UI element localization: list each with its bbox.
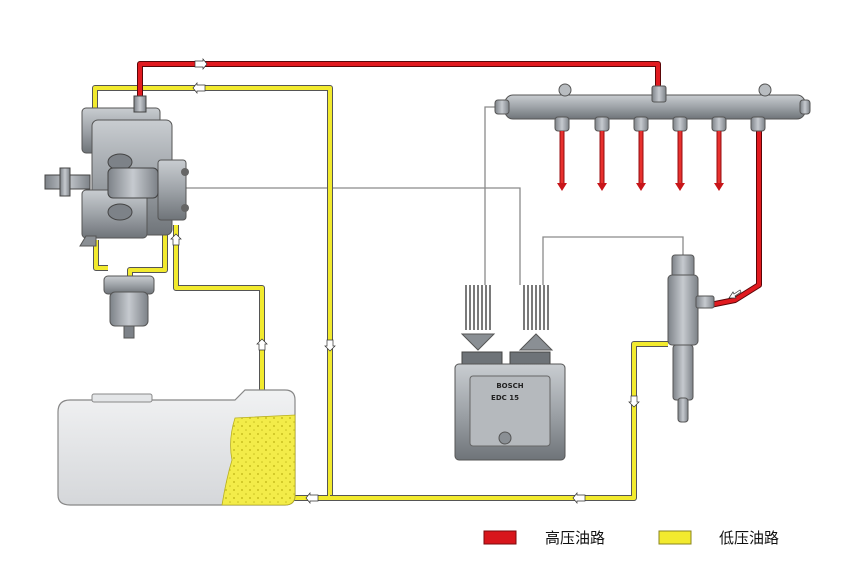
fuel-tank — [57, 389, 296, 506]
flow-arrow — [628, 395, 640, 408]
rail-outlet-fitting — [554, 116, 570, 132]
pump-bolt — [181, 204, 189, 212]
pump-bolt — [181, 168, 189, 176]
filter-drain — [123, 325, 135, 339]
pump-bracket — [79, 235, 97, 247]
rail-outlet-arrow — [675, 183, 685, 191]
lp-injector-return — [330, 342, 668, 500]
wire-pump-ecu — [185, 187, 521, 285]
rail-outlet-fitting — [633, 116, 649, 132]
flow-arrow — [192, 82, 206, 94]
rail-outlet-arrow — [557, 183, 567, 191]
pump-outlet-fitting — [133, 95, 147, 113]
hp-rail-to-injector — [709, 130, 761, 307]
rail-outlet-arrow — [636, 183, 646, 191]
rail-outlet-arrow — [714, 183, 724, 191]
rail-outlet-pipe — [599, 131, 605, 183]
rail-outlets — [554, 116, 766, 191]
flow-arrow — [194, 58, 208, 70]
pump-shaft-flange — [59, 167, 71, 197]
injector-inlet — [695, 295, 715, 309]
lp-filter-out — [94, 240, 108, 270]
ecu-wire-bundle-left — [465, 285, 491, 330]
rail-relief-valve — [799, 99, 811, 115]
common-rail — [494, 83, 811, 191]
tank-cap — [91, 393, 153, 403]
hp-pump-to-rail — [138, 62, 660, 100]
lp-suction-line — [174, 225, 264, 488]
rail-outlet-fitting — [750, 116, 766, 132]
ecu-output-arrow — [518, 333, 554, 351]
tank-fuel — [221, 414, 296, 506]
flow-arrow — [305, 492, 319, 504]
legend-label-high-pressure: 高压油路 — [545, 529, 605, 547]
flow-arrow — [572, 492, 586, 504]
rail-outlet-pipe — [716, 131, 722, 183]
flow-arrow — [170, 233, 182, 246]
fuel-filter — [103, 275, 155, 339]
pump-port — [107, 203, 133, 221]
rail-pressure-sensor — [494, 99, 510, 115]
injector-nozzle-body — [672, 344, 694, 401]
pump-right-block — [157, 159, 187, 221]
legend-label-low-pressure: 低压油路 — [719, 529, 779, 547]
signal-wires — [185, 106, 684, 285]
injector-connector — [671, 254, 695, 278]
filter-body — [109, 291, 149, 327]
high-pressure-pump — [44, 95, 189, 247]
filter-head — [103, 275, 155, 295]
injector-body — [667, 274, 699, 346]
ecu-brand: BOSCH — [496, 382, 523, 390]
rail-inlet-fitting — [651, 85, 667, 103]
ecu: BOSCH EDC 15 — [454, 285, 566, 461]
flow-arrow — [256, 338, 268, 351]
rail-outlet-fitting — [594, 116, 610, 132]
low-pressure-flow-arrows — [170, 82, 640, 504]
wire-rail-sensor — [484, 106, 500, 285]
injector — [667, 254, 715, 423]
legend-swatch-high-pressure — [483, 530, 517, 545]
flow-arrow — [324, 339, 336, 352]
high-pressure-flow-arrows — [194, 58, 742, 299]
ecu-wire-bundle-right — [523, 285, 549, 330]
rail-mount — [758, 83, 772, 97]
ecu-panel — [469, 375, 551, 447]
lp-filter-feed — [128, 228, 167, 280]
rail-outlet-pipe — [638, 131, 644, 183]
rail-outlet-pipe — [677, 131, 683, 183]
ecu-model: EDC 15 — [491, 394, 519, 402]
high-pressure-lines — [137, 61, 762, 308]
ecu-input-arrow — [460, 333, 496, 351]
flow-arrow — [728, 289, 742, 299]
wire-injector — [542, 236, 684, 285]
rail-outlet-fitting — [672, 116, 688, 132]
ecu-vent — [498, 431, 512, 445]
rail-outlet-pipe — [559, 131, 565, 183]
legend: 高压油路 低压油路 — [483, 529, 779, 547]
rail-mount — [558, 83, 572, 97]
pump-drive-hub — [107, 167, 159, 199]
legend-swatch-low-pressure — [658, 530, 692, 545]
rail-outlet-arrow — [597, 183, 607, 191]
rail-outlet-fitting — [711, 116, 727, 132]
injector-tip — [677, 397, 689, 423]
